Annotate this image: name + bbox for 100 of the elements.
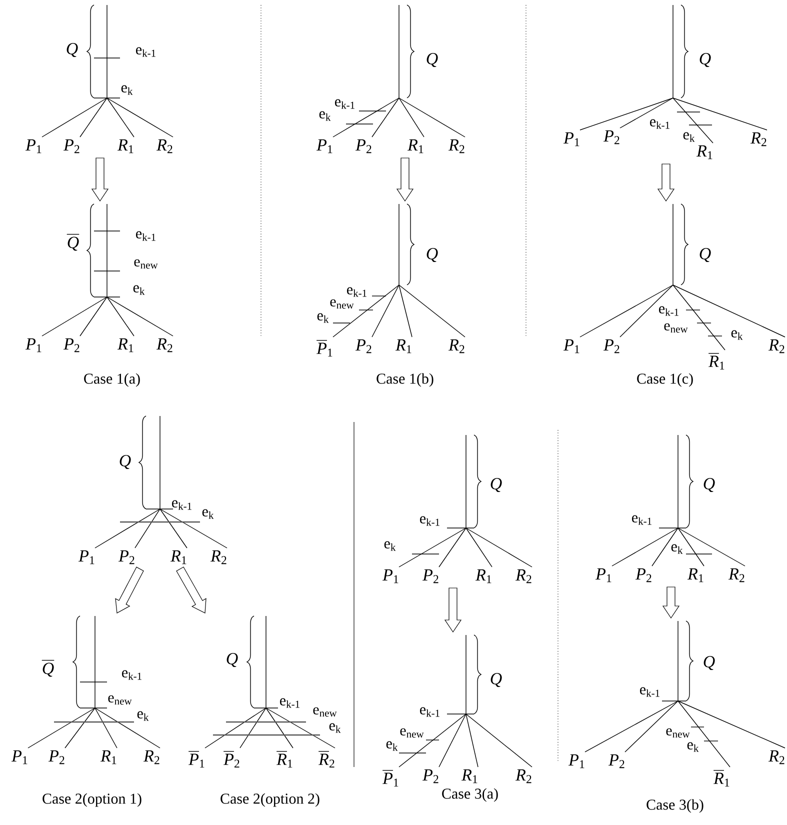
tick-label: $\text{e}_{\text{new}}$ <box>313 707 337 717</box>
brace-label: $\textit{Q}$ <box>120 454 131 469</box>
tick-label: $\text{e}_{\text{k-1}}$ <box>136 47 156 57</box>
brace-label: $\textit{Q}$ <box>700 248 711 262</box>
tick-label: $\text{e}_{\text{k-1}}$ <box>420 516 440 526</box>
leaf-label: $\textit{R}_{\text{1}}$ <box>170 550 186 564</box>
tick-label: $\text{e}_{\text{k}}$ <box>319 111 331 121</box>
tick-label: $\text{e}_{\text{k}}$ <box>386 741 398 751</box>
tick-label: $\text{e}_{\text{new}}$ <box>400 728 424 738</box>
leaf-label: $\textit{R}_{\text{1}}$ <box>395 339 412 354</box>
tick-label: $\text{e}_{\text{k-1}}$ <box>122 670 142 680</box>
tick-label: $\text{e}_{\text{k}}$ <box>731 330 743 340</box>
hollow-arrow <box>91 158 109 202</box>
leaf-label: $\textit{P}_{\text{1}}$ <box>78 550 94 564</box>
brace-label: $\textit{Q}$ <box>226 652 238 667</box>
tick-label: $\text{e}_{\text{k}}$ <box>202 509 214 519</box>
leaf-label: $\textit{R}_{\text{2}}$ <box>728 568 744 582</box>
tick-label: $\text{e}_{\text{k-1}}$ <box>659 306 678 316</box>
leaf-label: $\overline{\textit{R}}_{\text{1}}$ <box>708 353 724 370</box>
leaf-label: $\textit{P}_{\text{1}}$ <box>563 339 580 354</box>
leaf-label: $\textit{P}_{\text{2}}$ <box>48 750 64 764</box>
leaf-label: $\textit{P}_{\text{2}}$ <box>118 550 134 564</box>
tick-label: $\text{e}_{\text{new}}$ <box>330 299 354 309</box>
leaf-label: $\textit{P}_{\text{2}}$ <box>422 769 438 784</box>
caption: Case 2(option 2) <box>220 793 320 807</box>
tick-label: $\text{e}_{\text{new}}$ <box>664 323 688 333</box>
leaf-label: $\textit{R}_{\text{2}}$ <box>515 569 532 584</box>
leaf-label: $\textit{P}_{\text{1}}$ <box>12 750 28 764</box>
tick-label: $\text{e}_{\text{k-1}}$ <box>632 515 652 525</box>
brace-label: $\textit{Q}$ <box>704 478 715 492</box>
leaf-label: $\textit{R}_{\text{1}}$ <box>687 568 704 582</box>
brace-label: $\textit{Q}$ <box>426 248 438 262</box>
tick-label: $\text{e}_{\text{new}}$ <box>666 728 690 738</box>
leaf-label: $\textit{R}_{\text{2}}$ <box>143 750 160 764</box>
leaf-label: $\textit{R}_{\text{1}}$ <box>696 145 712 160</box>
leaf-label: $\textit{R}_{\text{1}}$ <box>475 569 492 584</box>
brace-label: $\textit{Q}$ <box>426 52 438 67</box>
leaf-label: $\textit{R}_{\text{1}}$ <box>407 139 424 154</box>
caption: Case 1(a) <box>84 373 140 387</box>
hollow-arrow <box>176 566 206 614</box>
leaf-label: $\textit{P}_{\text{1}}$ <box>563 132 580 146</box>
leaf-label: $\overline{\textit{P}}_{\text{2}}$ <box>223 751 240 768</box>
hollow-arrow <box>115 566 144 614</box>
leaf-label: $\overline{\textit{P}}_{\text{1}}$ <box>188 751 204 768</box>
leaf-label: $\overline{\textit{P}}_{\text{1}}$ <box>316 340 332 357</box>
tick-label: $\text{e}_{\text{k}}$ <box>384 541 396 551</box>
leaf-label: $\textit{R}_{\text{1}}$ <box>100 750 116 764</box>
brace-label: $\textit{Q}$ <box>490 672 502 687</box>
leaf-label: $\textit{R}_{\text{1}}$ <box>461 769 478 784</box>
brace-label: $\textit{Q}$ <box>66 43 78 57</box>
leaf-label: $\textit{R}_{\text{2}}$ <box>448 339 464 354</box>
tick-label: $\text{e}_{\text{k-1}}$ <box>280 698 300 708</box>
leaf-label: $\textit{P}_{\text{2}}$ <box>355 139 372 154</box>
leaf-label: $\textit{R}_{\text{2}}$ <box>156 338 172 352</box>
leaf-label: $\textit{R}_{\text{1}}$ <box>118 139 134 154</box>
leaf-label: $\textit{P}_{\text{1}}$ <box>26 139 42 154</box>
hollow-arrow <box>662 586 680 619</box>
leaf-label: $\textit{P}_{\text{2}}$ <box>603 339 620 354</box>
tick-label: $\text{e}_{\text{k-1}}$ <box>335 99 354 109</box>
leaf-label: $\textit{P}_{\text{2}}$ <box>635 568 652 582</box>
brace-label: $\overline{\textit{Q}}$ <box>66 234 80 251</box>
brace-label: $\textit{Q}$ <box>704 656 715 670</box>
leaf-label: $\overline{\textit{R}}_{\text{2}}$ <box>318 751 334 768</box>
leaf-label: $\textit{P}_{\text{2}}$ <box>64 139 80 154</box>
hollow-arrow <box>396 158 414 202</box>
leaf-label: $\textit{R}_{\text{2}}$ <box>768 750 784 764</box>
tick-label: $\text{e}_{\text{new}}$ <box>134 259 158 269</box>
brace-label: $\overline{\textit{Q}}$ <box>42 660 54 677</box>
leaf-label: $\textit{P}_{\text{2}}$ <box>603 130 620 144</box>
leaf-label: $\textit{P}_{\text{2}}$ <box>422 569 438 584</box>
leaf-label: $\overline{\textit{R}}_{\text{1}}$ <box>713 770 730 787</box>
leaf-label: $\textit{R}_{\text{2}}$ <box>515 769 532 784</box>
tick-label: $\text{e}_{\text{k-1}}$ <box>420 707 440 717</box>
leaf-label: $\textit{P}_{\text{2}}$ <box>64 338 80 352</box>
brace-label: $\textit{Q}$ <box>490 478 502 492</box>
tick-label: $\text{e}_{\text{k-1}}$ <box>347 287 366 297</box>
tick-label: $\text{e}_{\text{k}}$ <box>329 723 341 733</box>
tick-label: $\text{e}_{\text{k}}$ <box>137 711 149 721</box>
leaf-label: $\textit{P}_{\text{1}}$ <box>568 754 584 768</box>
leaf-label: $\textit{R}_{\text{2}}$ <box>750 132 766 146</box>
leaf-label: $\textit{P}_{\text{1}}$ <box>382 569 398 584</box>
tick-label: $\text{e}_{\text{k}}$ <box>687 742 699 752</box>
leaf-label: $\textit{P}_{\text{2}}$ <box>355 339 372 354</box>
leaf-label: $\textit{P}_{\text{2}}$ <box>608 754 624 768</box>
tick-label: $\text{e}_{\text{k}}$ <box>317 313 329 323</box>
hollow-arrow <box>444 588 462 633</box>
caption: Case 1(b) <box>376 373 434 387</box>
leaf-label: $\overline{\textit{R}}_{\text{1}}$ <box>276 751 292 768</box>
caption: Case 2(option 1) <box>42 793 142 807</box>
tick-label: $\text{e}_{\text{k-1}}$ <box>172 500 192 510</box>
leaf-label: $\textit{P}_{\text{1}}$ <box>595 568 612 582</box>
leaf-label: $\textit{R}_{\text{2}}$ <box>156 139 172 154</box>
leaf-label: $\textit{P}_{\text{1}}$ <box>316 139 332 154</box>
tick-label: $\text{e}_{\text{new}}$ <box>108 695 132 705</box>
leaf-label: $\textit{R}_{\text{2}}$ <box>210 550 226 564</box>
brace-label: $\textit{Q}$ <box>700 52 711 67</box>
leaf-label: $\textit{R}_{\text{1}}$ <box>118 338 134 352</box>
leaf-label: $\textit{R}_{\text{2}}$ <box>768 339 784 354</box>
hollow-arrow <box>657 164 675 202</box>
leaf-label: $\overline{\textit{P}}_{\text{1}}$ <box>382 770 398 787</box>
